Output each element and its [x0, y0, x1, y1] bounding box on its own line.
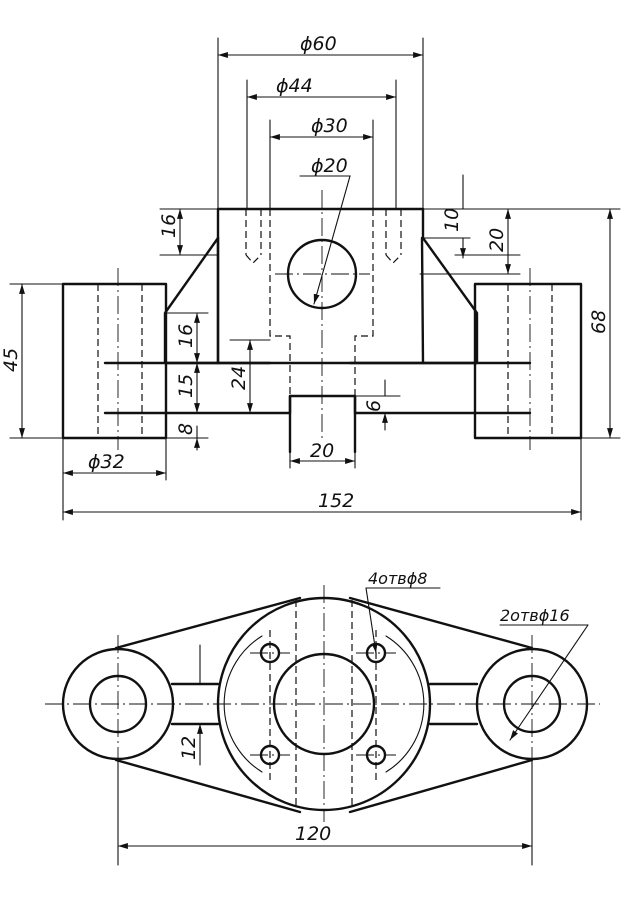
dim-h10: 10 — [441, 208, 463, 232]
dim-d44: ϕ44 — [276, 75, 313, 97]
hidden-tap-right — [385, 209, 402, 264]
right-boss — [473, 282, 583, 440]
dim-w120: 120 — [295, 823, 331, 845]
front-view: ϕ60 ϕ44 ϕ30 ϕ20 16 10 20 68 45 16 15 24 … — [0, 33, 621, 521]
dim-h20: 20 — [486, 228, 508, 252]
dim-h68: 68 — [588, 310, 610, 334]
hidden-hole-left — [97, 284, 143, 438]
dim-h8: 8 — [175, 423, 197, 435]
dim-d20: ϕ20 — [311, 155, 348, 177]
extension-lines-left — [9, 283, 271, 439]
hidden-bore-right — [354, 209, 374, 396]
hidden-hole-right — [507, 284, 553, 438]
bottom-slot — [288, 394, 357, 415]
dim-h24: 24 — [228, 366, 250, 390]
dim-w20: 20 — [310, 440, 334, 462]
dim-h16-top: 16 — [158, 214, 180, 238]
extension-lines-top — [217, 37, 424, 210]
hidden-bore-left — [269, 209, 291, 396]
leader-holes16 — [500, 624, 589, 740]
right-rib — [421, 236, 479, 365]
note-holes8: 4отвϕ8 — [368, 569, 427, 588]
note-holes16: 2отвϕ16 — [500, 606, 570, 625]
dim-d32: ϕ32 — [88, 451, 125, 473]
tangent-lines — [114, 596, 534, 814]
top-view: 4отвϕ8 2отвϕ16 12 120 — [45, 569, 600, 866]
extension-lines-right — [159, 208, 621, 439]
left-boss — [61, 282, 168, 440]
dim-h6: 6 — [363, 400, 385, 412]
dim-h45: 45 — [0, 348, 22, 372]
top-hidden — [269, 600, 377, 808]
dim-d60: ϕ60 — [300, 33, 337, 55]
dim-h16-mid: 16 — [175, 324, 197, 348]
dim-d30: ϕ30 — [311, 115, 348, 137]
dim-w12: 12 — [178, 736, 200, 760]
hidden-tap-left — [245, 209, 262, 264]
dim-w152: 152 — [318, 490, 354, 512]
dim-h15: 15 — [175, 374, 197, 398]
bolt-circle — [223, 635, 425, 773]
slot-side — [288, 394, 357, 454]
ext-120 — [117, 759, 533, 866]
leader-holes8 — [366, 587, 441, 653]
